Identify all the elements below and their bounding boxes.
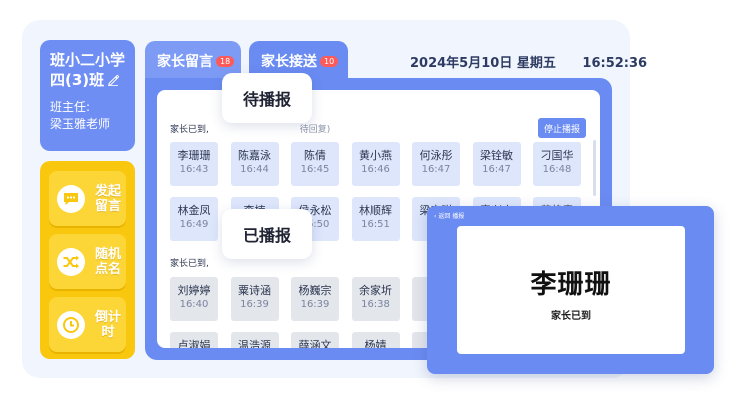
student-name: 何泳彤: [419, 149, 453, 162]
student-name: 林金凤: [177, 204, 211, 217]
student-card[interactable]: 温浩源16:34: [230, 332, 279, 348]
clock-time: 16:52:36: [582, 56, 648, 71]
count-badge: 18: [216, 56, 235, 67]
action-label: 随机点名: [94, 246, 121, 277]
done-label: 已播报: [222, 209, 312, 259]
arrival-time: 16:50: [300, 219, 330, 230]
student-name: 卢淑娟: [177, 339, 211, 348]
student-card[interactable]: 黄小燕 16:46: [351, 142, 400, 186]
message-icon: [57, 184, 85, 213]
teacher-label: 班主任:: [50, 100, 91, 114]
student-name: 李珊珊: [177, 149, 211, 162]
class-info-panel: 班小二小学四(3)班 班主任: 梁玉雅老师: [40, 40, 135, 151]
arrival-time: 16:43: [179, 164, 209, 175]
student-name: 陈嘉泳: [238, 149, 271, 162]
arrival-time: 16:40: [179, 299, 209, 310]
arrival-time: 16:39: [240, 299, 269, 310]
back-arrow-icon: ‹: [434, 213, 437, 220]
student-name: 刁国华: [540, 149, 574, 162]
student-name: 杨巍宗: [298, 284, 332, 297]
student-card[interactable]: 林金凤 16:49: [170, 197, 218, 241]
done-section-title: 家长已到,: [170, 259, 209, 269]
broadcast-student-name: 李珊珊: [530, 270, 612, 300]
student-card[interactable]: 粟诗涵 16:39: [230, 277, 279, 321]
arrival-time: 16:38: [361, 299, 390, 310]
student-card[interactable]: 陈嘉泳 16:44: [230, 142, 279, 186]
arrival-time: 16:47: [421, 164, 451, 175]
arrival-time: 16:45: [300, 164, 330, 175]
student-name: 薛涵文: [298, 339, 332, 348]
datetime: 2024年5月10日 星期五 16:52:36: [410, 52, 647, 71]
random-call-button[interactable]: 随机点名: [49, 234, 126, 289]
weekday: 星期五: [516, 56, 556, 71]
student-name: 刘婷婷: [177, 284, 211, 297]
broadcast-window: ‹ 返回 播报 李珊珊 家长已到: [427, 206, 714, 374]
student-card[interactable]: 林顺辉 16:51: [351, 197, 400, 241]
tab-label: 家长接送: [261, 54, 317, 70]
student-name: 林顺辉: [359, 204, 392, 217]
student-card[interactable]: 薛涵文16:33: [291, 332, 339, 348]
pending-label: 待播报: [222, 73, 312, 123]
student-card[interactable]: 刁国华 16:48: [533, 142, 581, 186]
student-card[interactable]: 杨婧16:32: [351, 332, 400, 348]
send-message-button[interactable]: 发起留言: [49, 171, 126, 226]
date: 2024年5月10日: [410, 56, 513, 71]
arrival-time: 16:47: [482, 164, 511, 175]
action-label: 发起留言: [94, 183, 121, 214]
back-button[interactable]: ‹ 返回 播报: [434, 213, 465, 220]
student-name: 陈倩: [304, 149, 326, 162]
stop-broadcast-button[interactable]: 停止播报: [538, 118, 586, 138]
edit-icon[interactable]: [107, 74, 120, 86]
student-name: 黄小燕: [359, 149, 392, 162]
student-card[interactable]: 何泳彤 16:47: [412, 142, 460, 186]
action-panel: 发起留言 随机点名 倒计时: [40, 161, 135, 359]
arrival-time: 16:46: [361, 164, 390, 175]
student-card[interactable]: 卢淑娟16:34: [170, 332, 218, 348]
action-label: 倒计时: [94, 309, 121, 340]
arrival-time: 16:49: [179, 219, 209, 230]
arrival-time: 16:48: [542, 164, 572, 175]
student-name: 粟诗涵: [238, 284, 271, 297]
arrival-time: 16:39: [300, 299, 330, 310]
countdown-button[interactable]: 倒计时: [49, 297, 126, 352]
arrival-time: 16:51: [361, 219, 390, 230]
count-badge: 10: [320, 56, 339, 67]
student-name: 温浩源: [238, 339, 271, 348]
arrival-time: 16:44: [240, 164, 269, 175]
shuffle-icon: [57, 247, 85, 276]
clock-icon: [57, 310, 85, 339]
scrollbar[interactable]: [593, 140, 596, 196]
student-name: 余家圻: [359, 284, 392, 297]
student-card[interactable]: 陈倩 16:45: [291, 142, 339, 186]
student-name: 梁铨敏: [480, 149, 513, 162]
pending-section-title: 家长已到, 待回复): [170, 125, 331, 135]
student-card[interactable]: 梁铨敏 16:47: [472, 142, 521, 186]
student-card[interactable]: 李珊珊 16:43: [170, 142, 218, 186]
student-card[interactable]: 余家圻 16:38: [351, 277, 400, 321]
student-card[interactable]: 杨巍宗 16:39: [291, 277, 339, 321]
tab-label: 家长留言: [157, 54, 213, 70]
teacher-name: 梁玉雅老师: [50, 117, 111, 131]
broadcast-screen: 李珊珊 家长已到: [457, 226, 685, 354]
broadcast-status: 家长已到: [551, 311, 591, 322]
class-name: 班小二小学四(3)班: [50, 51, 126, 89]
student-name: 杨婧: [364, 339, 387, 348]
student-card[interactable]: 刘婷婷 16:40: [170, 277, 218, 321]
